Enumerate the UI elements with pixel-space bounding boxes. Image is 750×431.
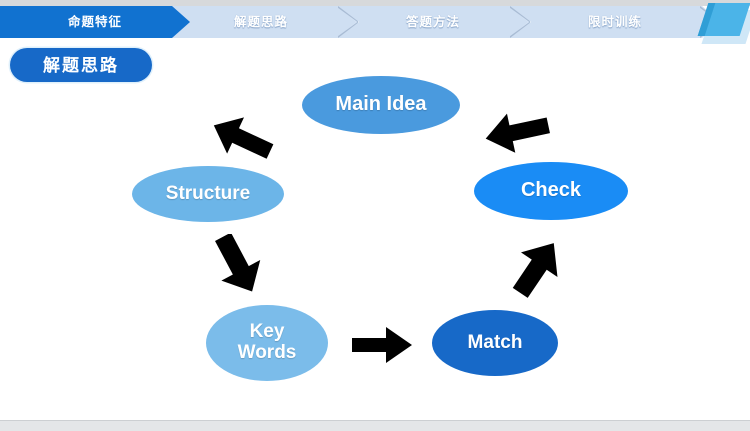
diagram-node-main-idea[interactable]: Main Idea xyxy=(302,76,460,134)
diagram-node-key-words[interactable]: Key Words xyxy=(206,305,328,381)
nav-tab-label: 解题思路 xyxy=(233,14,288,29)
diagram-node-label: Check xyxy=(520,179,582,202)
nav-tab-label: 命题特征 xyxy=(67,14,122,29)
navigation-tab-bar: 解题思路 答题方法 限时训练 命题特征 xyxy=(0,6,750,38)
arrow-key-words-to-match-icon xyxy=(350,325,414,365)
diagram-node-label: Structure xyxy=(165,182,251,204)
nav-tab-dati-fangfa[interactable]: 答题方法 xyxy=(338,6,528,38)
bottom-band xyxy=(0,420,750,431)
nav-tab-label: 答题方法 xyxy=(405,14,460,29)
diagram-node-structure[interactable]: Structure xyxy=(132,166,284,222)
nav-tab-jieti-silu[interactable]: 解题思路 xyxy=(166,6,356,38)
nav-tab-xianshi-xunlian[interactable]: 限时训练 xyxy=(510,6,720,38)
diagram-node-label: Main Idea xyxy=(335,93,427,116)
arrow-match-to-check-icon xyxy=(505,237,569,299)
section-title-label: 解题思路 xyxy=(43,55,119,75)
section-title-badge: 解题思路 xyxy=(10,48,152,82)
nav-tab-mingti-tezheng[interactable]: 命题特征 xyxy=(0,6,190,38)
nav-tab-label: 限时训练 xyxy=(587,14,642,29)
diagram-node-check[interactable]: Check xyxy=(474,162,628,220)
arrow-check-to-main-idea-icon xyxy=(481,106,553,158)
diagram-node-label: Match xyxy=(467,331,523,353)
diagram-node-match[interactable]: Match xyxy=(432,310,558,376)
top-rail xyxy=(0,0,750,6)
arrow-main-idea-to-structure-icon xyxy=(205,110,277,166)
arrow-structure-to-key-words-icon xyxy=(204,234,272,296)
diagram-node-label: Key Words xyxy=(237,321,297,363)
